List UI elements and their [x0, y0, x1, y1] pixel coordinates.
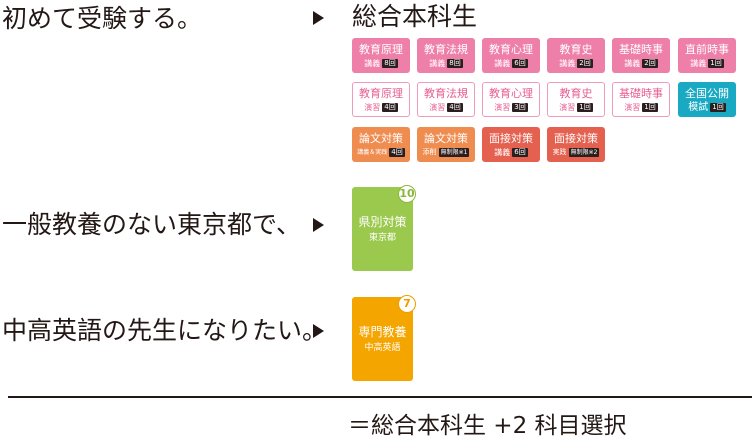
total-summary: ＝総合本科生 +2 科目選択 — [348, 413, 627, 439]
row-label-tokyo: 一般教養のない東京都で、 — [2, 210, 302, 239]
chip-type: 講義 — [690, 58, 707, 68]
chip-title: 教育心理 — [489, 86, 533, 100]
chip-title: 面接対策 — [554, 131, 598, 145]
chip-count: 4回 — [382, 102, 398, 112]
chip-type: 講義 — [429, 58, 446, 68]
row-label-first-time: 初めて受験する。 — [2, 4, 203, 33]
chip-count: 無制限※2 — [568, 147, 600, 157]
subject-count-badge: 7 — [398, 295, 416, 313]
chip-type: 講義 — [364, 58, 381, 68]
chip-type: 講義 — [624, 58, 641, 68]
chip-count: 1回 — [710, 102, 726, 112]
chip-type: 講義 — [494, 58, 511, 68]
chip-count: 6回 — [512, 58, 528, 68]
card-title: 専門教養 — [358, 324, 407, 339]
card-subtitle: 中高英語 — [364, 342, 401, 353]
chip-count: 1回 — [642, 102, 658, 112]
chip-type: 演習 — [429, 102, 446, 112]
chip-title: 全国公開 — [685, 86, 729, 100]
chip-type: 演習 — [559, 102, 576, 112]
chip-title: 面接対策 — [489, 131, 533, 145]
chip-count: 6回 — [512, 147, 528, 157]
chip-count: 無制限※1 — [438, 147, 470, 157]
subject-count-badge: 10 — [398, 185, 416, 203]
chip-count: 2回 — [577, 58, 593, 68]
chip-type: 演習 — [624, 102, 641, 112]
chip-count: 4回 — [389, 147, 405, 157]
chip-title: 教育法規 — [424, 86, 468, 100]
chip-title: 教育心理 — [489, 42, 533, 56]
chip-type: 講義＆実践 — [357, 148, 388, 156]
option-card-specialty: 7 専門教養 中高英語 — [352, 295, 416, 381]
chip-title: 教育法規 — [424, 42, 468, 56]
course-chip: 面接対策 実践無制限※2 — [547, 127, 605, 162]
chip-type: 講義 — [559, 58, 576, 68]
chip-title: 直前時事 — [685, 42, 729, 56]
chip-type: 模試 — [688, 101, 709, 113]
chip-type: 添削 — [422, 147, 437, 156]
chip-type: 実践 — [552, 147, 567, 156]
row-label-english-teacher: 中高英語の先生になりたい。 — [2, 316, 328, 345]
section-title: 総合本科生 — [352, 2, 478, 31]
card-title: 県別対策 — [358, 214, 407, 229]
divider — [8, 396, 752, 398]
option-card-prefecture: 10 県別対策 東京都 — [352, 185, 416, 271]
chip-count: 2回 — [642, 58, 658, 68]
chip-title: 基礎時事 — [619, 42, 663, 56]
chip-count: 1回 — [577, 102, 593, 112]
chip-type: 講義 — [494, 147, 511, 157]
chip-count: 3回 — [512, 102, 528, 112]
chip-count: 1回 — [708, 58, 724, 68]
chip-title: 教育原理 — [359, 86, 403, 100]
chip-title: 教育史 — [559, 42, 593, 56]
arrow-right-icon — [313, 218, 324, 232]
course-chip: 論文対策 添削無制限※1 — [417, 127, 475, 162]
chip-count: 4回 — [447, 102, 463, 112]
chip-type: 演習 — [364, 102, 381, 112]
card-subtitle: 東京都 — [368, 232, 396, 243]
chip-title: 論文対策 — [359, 131, 403, 145]
chip-count: 8回 — [447, 58, 463, 68]
chip-count: 8回 — [382, 58, 398, 68]
chip-type: 演習 — [494, 102, 511, 112]
chip-title: 教育原理 — [359, 42, 403, 56]
chip-title: 教育史 — [559, 86, 593, 100]
arrow-right-icon — [313, 11, 324, 25]
arrow-right-icon — [313, 324, 324, 338]
chip-title: 論文対策 — [424, 131, 468, 145]
chip-title: 基礎時事 — [619, 86, 663, 100]
